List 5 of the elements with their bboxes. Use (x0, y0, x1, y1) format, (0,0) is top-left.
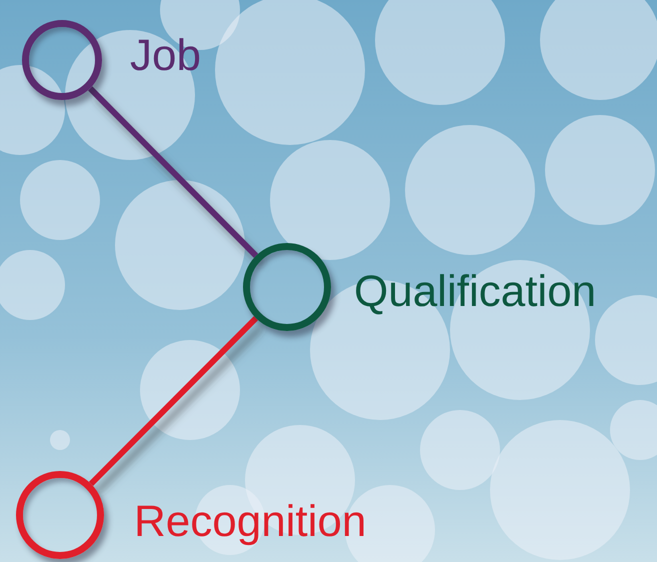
stage-label: Recognition (134, 500, 366, 544)
connector-line (88, 316, 258, 486)
stage-label: Job (130, 34, 201, 78)
connector-line (88, 86, 258, 258)
stage-label: Qualification (354, 270, 596, 314)
